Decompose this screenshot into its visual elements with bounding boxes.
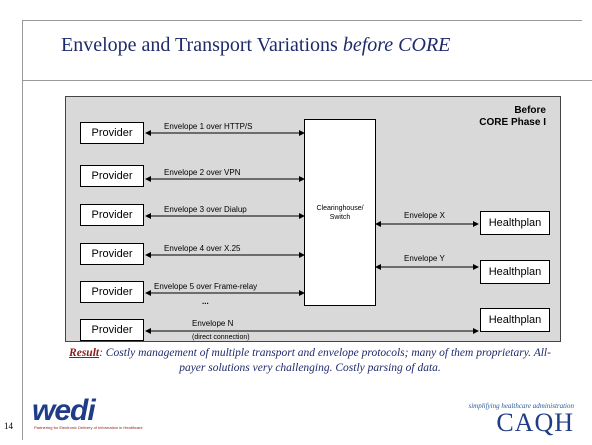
ellipsis: ...: [202, 297, 209, 306]
diagram-panel: Before CORE Phase I Provider Provider Pr…: [65, 96, 561, 342]
hp-link-label-y: Envelope Y: [404, 254, 445, 263]
before-core-heading: Before CORE Phase I: [479, 105, 546, 129]
healthplan-box-2: Healthplan: [480, 260, 550, 284]
link-label-1: Envelope 1 over HTTP/S: [164, 122, 253, 131]
clearinghouse-box: Clearinghouse/ Switch: [304, 119, 376, 306]
direct-link-label: Envelope N: [192, 319, 234, 328]
direct-link-note: (direct connection): [192, 334, 250, 341]
caqh-logo: simplifying healthcare administration CA…: [468, 402, 574, 436]
wedi-logo: wedi Partnering for Electronic Delivery …: [32, 394, 143, 431]
link-label-3: Envelope 3 over Dialup: [164, 205, 247, 214]
provider-box-2: Provider: [80, 165, 144, 187]
link-label-5: Envelope 5 over Frame-relay: [154, 282, 258, 291]
link-label-2: Envelope 2 over VPN: [164, 168, 241, 177]
result-lead: Result: [69, 347, 100, 359]
hp-link-label-x: Envelope X: [404, 211, 445, 220]
heading-line-2: CORE Phase I: [479, 117, 546, 128]
result-body: : Costly management of multiple transpor…: [99, 347, 551, 374]
provider-box-3: Provider: [80, 204, 144, 226]
title-main: Envelope and Transport Variations: [61, 34, 338, 56]
connector-lines: [145, 130, 479, 334]
caqh-tagline: simplifying healthcare administration: [468, 402, 574, 410]
provider-box-5: Provider: [80, 281, 144, 303]
title-divider: [22, 80, 592, 81]
slide-frame: [22, 20, 582, 440]
result-text: Result: Costly management of multiple tr…: [60, 346, 560, 376]
link-label-4: Envelope 4 over X.25: [164, 244, 241, 253]
heading-line-1: Before: [514, 105, 546, 116]
wedi-tagline: Partnering for Electronic Delivery of In…: [34, 425, 143, 430]
slide-title: Envelope and Transport Variations before…: [61, 34, 450, 57]
provider-box-6: Provider: [80, 319, 144, 341]
title-emphasis: before CORE: [342, 34, 451, 56]
healthplan-box-3: Healthplan: [480, 308, 550, 332]
provider-box-4: Provider: [80, 243, 144, 265]
provider-box-1: Provider: [80, 122, 144, 144]
healthplan-box-1: Healthplan: [480, 211, 550, 235]
wedi-wordmark: wedi: [32, 394, 96, 427]
page-number: 14: [4, 421, 13, 431]
caqh-wordmark: CAQH: [496, 408, 574, 437]
